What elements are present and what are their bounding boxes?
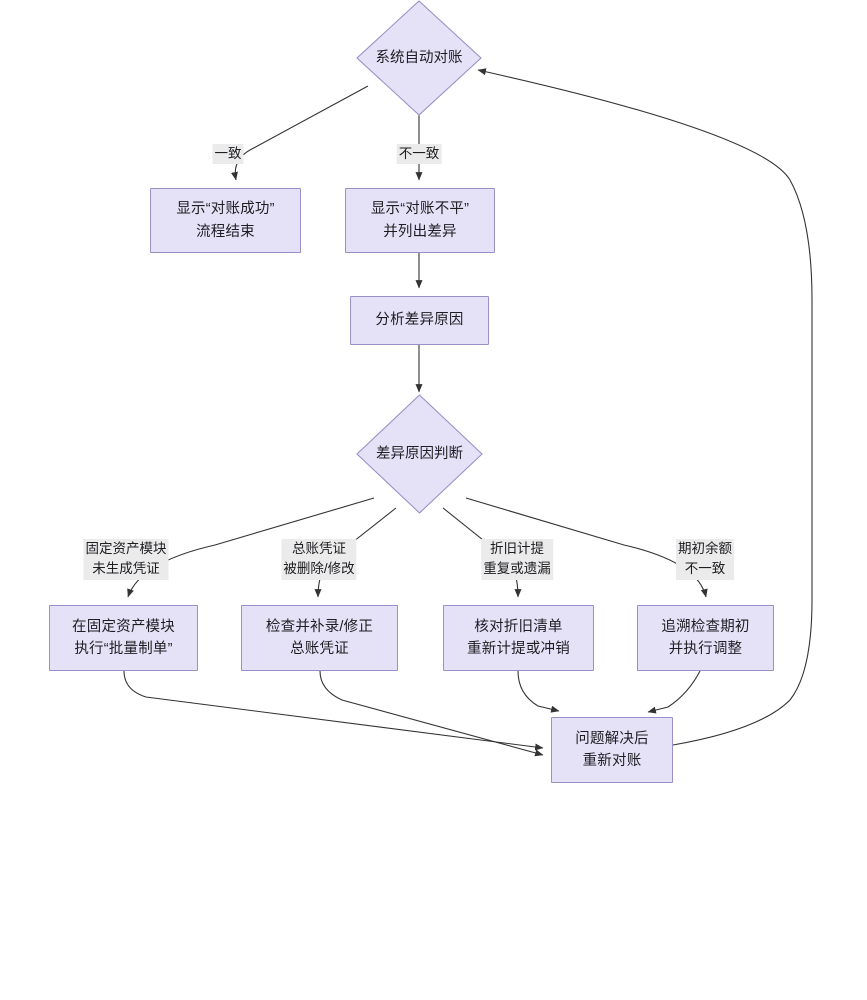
node-action-depreciation-label: 核对折旧清单 重新计提或冲销 bbox=[467, 618, 570, 657]
edge-opening-balance-to-recheck bbox=[647, 670, 701, 714]
node-action-asset-module[interactable]: 在固定资产模块 执行“批量制单” bbox=[49, 605, 198, 671]
node-success-label: 显示“对账成功” 流程结束 bbox=[176, 201, 275, 240]
edge-label-cause-depreciation: 折旧计提 重复或遗漏 bbox=[481, 539, 553, 580]
node-recheck-label: 问题解决后 重新对账 bbox=[575, 730, 649, 769]
edge-gl-voucher-to-recheck bbox=[319, 670, 544, 757]
edge-start-to-success bbox=[230, 85, 369, 181]
node-imbalance[interactable]: 显示“对账不平” 并列出差异 bbox=[345, 188, 495, 253]
node-action-asset-module-label: 在固定资产模块 执行“批量制单” bbox=[72, 618, 175, 657]
node-action-gl-voucher-label: 检查并补录/修正 总账凭证 bbox=[265, 618, 374, 657]
edge-asset-module-to-recheck bbox=[123, 670, 544, 751]
edge-label-match: 一致 bbox=[212, 144, 244, 165]
node-action-opening-balance-label: 追溯检查期初 并执行调整 bbox=[661, 618, 750, 657]
node-action-gl-voucher[interactable]: 检查并补录/修正 总账凭证 bbox=[241, 605, 398, 671]
edge-label-mismatch: 不一致 bbox=[396, 144, 442, 165]
edge-label-cause-gl-voucher: 总账凭证 被删除/修改 bbox=[281, 539, 357, 580]
node-start-decision[interactable]: 系统自动对账 bbox=[356, 0, 482, 116]
node-cause-decision-label: 差异原因判断 bbox=[376, 445, 463, 462]
edge-depreciation-to-recheck bbox=[517, 670, 560, 713]
node-imbalance-label: 显示“对账不平” 并列出差异 bbox=[370, 201, 470, 240]
node-start-decision-label: 系统自动对账 bbox=[375, 49, 463, 66]
node-success[interactable]: 显示“对账成功” 流程结束 bbox=[150, 188, 301, 253]
edge-label-cause-opening-balance: 期初余额 不一致 bbox=[676, 539, 734, 580]
node-analyze-label: 分析差异原因 bbox=[375, 312, 464, 329]
edge-label-cause-asset-module: 固定资产模块 未生成凭证 bbox=[83, 539, 169, 580]
diamond-shape bbox=[356, 394, 483, 514]
diamond-shape bbox=[356, 0, 482, 116]
node-recheck[interactable]: 问题解决后 重新对账 bbox=[551, 717, 673, 783]
node-cause-decision[interactable]: 差异原因判断 bbox=[356, 394, 483, 514]
node-action-opening-balance[interactable]: 追溯检查期初 并执行调整 bbox=[637, 605, 774, 671]
node-analyze[interactable]: 分析差异原因 bbox=[350, 296, 489, 345]
node-action-depreciation[interactable]: 核对折旧清单 重新计提或冲销 bbox=[443, 605, 594, 671]
